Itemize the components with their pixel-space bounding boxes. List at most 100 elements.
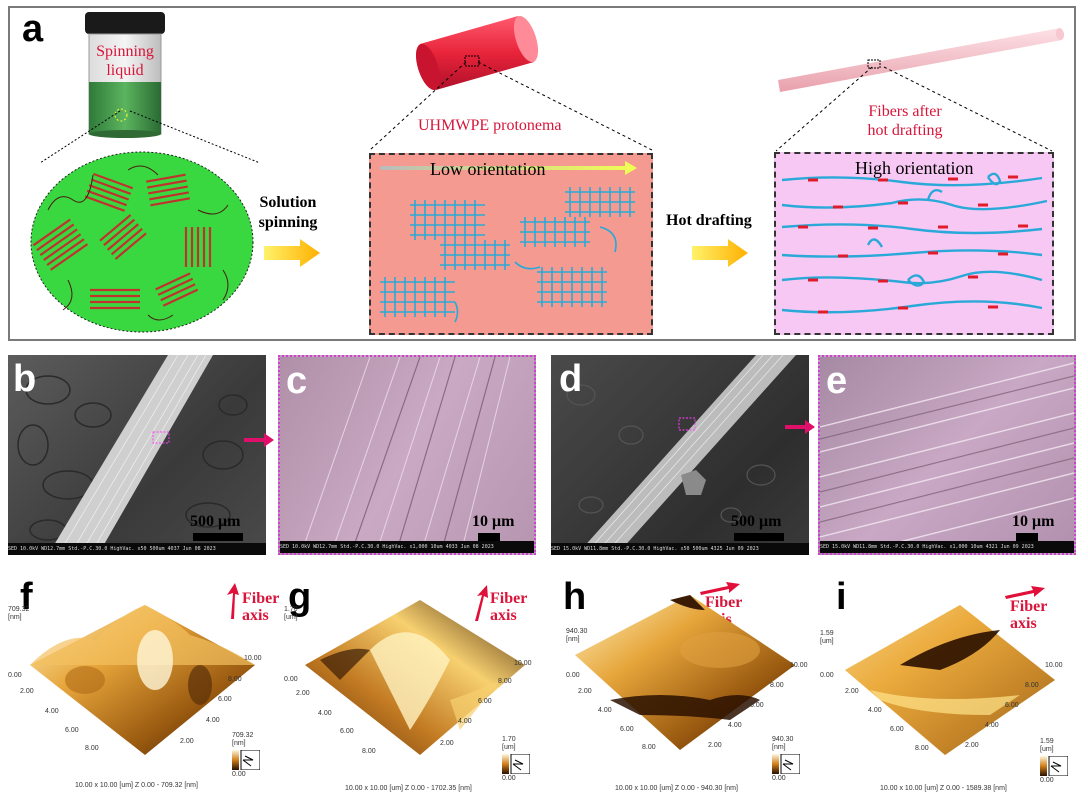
afm-cbar-unit-h: [nm] (772, 744, 786, 751)
afm-cbar-max-i: 1.59 (1040, 738, 1054, 745)
fibers-after-label-2: hot drafting (867, 122, 943, 139)
afm-tick-f-x-8: 8.00 (228, 676, 242, 683)
sem-info-bar-d: SED 15.0kV WD11.8mm Std.-P.C.30.0 HighVa… (551, 543, 809, 555)
afm-tick-h-x-10: 10.00 (790, 662, 808, 669)
afm-caption-i: 10.00 x 10.00 [um] Z 0.00 - 1589.38 [nm] (880, 785, 1007, 792)
afm-tick-i-y-2: 2.00 (845, 688, 859, 695)
afm-caption-h: 10.00 x 10.00 [um] Z 0.00 - 940.30 [nm] (615, 785, 738, 792)
arrow-right-icon (785, 420, 815, 434)
afm-surface-h (575, 595, 795, 750)
afm-tick-g-x-10: 10.00 (514, 660, 532, 667)
sem-info-bar-e: SED 15.0kV WD11.8mm Std.-P.C.30.0 HighVa… (820, 541, 1074, 553)
afm-zmax-i: 1.59 (820, 630, 834, 637)
afm-tick-i-x-6: 6.00 (1005, 702, 1019, 709)
arrow-right-icon (692, 239, 748, 267)
high-orientation-label: High orientation (855, 158, 974, 178)
panel-label-a: a (22, 8, 44, 50)
afm-tick-f-y-8: 8.00 (85, 745, 99, 752)
afm-tick-g-y-4: 4.00 (318, 710, 332, 717)
scale-bar-c (478, 533, 500, 542)
fiber-axis-arrow-i (1005, 586, 1045, 599)
sem-image-c: c 10 μm SED 10.0kV WD12.7mm Std.-P.C.30.… (278, 355, 536, 555)
afm-tick-i-x-2: 2.00 (965, 742, 979, 749)
zoom-lines-fiber (775, 66, 1053, 152)
afm-zmin-i: 0.00 (820, 672, 834, 679)
afm-cbar-min-i: 0.00 (1040, 777, 1054, 784)
afm-tick-f-y-6: 6.00 (65, 727, 79, 734)
afm-zunit-f: [nm] (8, 614, 22, 621)
afm-colorbar-f (232, 750, 260, 770)
zoom-lines-protonema (369, 61, 653, 151)
afm-zmax-h: 940.30 (566, 628, 588, 635)
afm-zunit-g: [um] (284, 614, 298, 621)
sem-info-bar-c: SED 10.0kV WD12.7mm Std.-P.C.30.0 HighVa… (280, 541, 534, 553)
fibers-after-label-1: Fibers after (868, 103, 942, 120)
fiber-axis-label-f-1: Fiber (242, 590, 280, 607)
scale-bar-d (734, 533, 784, 541)
scale-label-d: 500 μm (731, 513, 782, 530)
hot-drafting-label: Hot drafting (666, 212, 752, 229)
spinning-liquid-label-2: liquid (106, 62, 144, 79)
fiber-axis-label-g-1: Fiber (490, 590, 528, 607)
afm-tick-h-x-2: 2.00 (708, 742, 722, 749)
afm-surface-g (305, 600, 525, 755)
afm-caption-f: 10.00 x 10.00 [um] Z 0.00 - 709.32 [nm] (75, 782, 198, 789)
afm-tick-h-y-8: 8.00 (642, 744, 656, 751)
afm-tick-i-y-6: 6.00 (890, 726, 904, 733)
afm-cbar-unit-g: [um] (502, 744, 516, 751)
afm-cbar-min-h: 0.00 (772, 775, 786, 782)
afm-tick-i-x-8: 8.00 (1025, 682, 1039, 689)
afm-tick-f-x-4: 4.00 (206, 717, 220, 724)
scale-label-b: 500 μm (190, 513, 241, 530)
afm-zunit-i: [um] (820, 638, 834, 645)
afm-colorbar-g (502, 754, 530, 774)
afm-tick-i-x-10: 10.00 (1045, 662, 1063, 669)
afm-zmax-f: 709.32 (8, 606, 30, 613)
afm-tick-g-y-2: 2.00 (296, 690, 310, 697)
afm-surface-i (845, 605, 1055, 755)
afm-colorbar-i (1040, 756, 1068, 776)
afm-tick-f-x-2: 2.00 (180, 738, 194, 745)
panel-a-schematic (8, 6, 1076, 341)
scale-bar-e (1016, 533, 1038, 542)
panel-label-c: c (286, 360, 308, 402)
fiber-axis-arrow-g (475, 585, 488, 621)
afm-tick-g-x-8: 8.00 (498, 678, 512, 685)
protonema-label: UHMWPE protonema (418, 117, 562, 134)
arrow-right-icon (244, 433, 274, 447)
solution-spinning-label-2: spinning (258, 214, 318, 231)
afm-caption-g: 10.00 x 10.00 [um] Z 0.00 - 1702.35 [nm] (345, 785, 472, 792)
sem-info-bar-b: SED 10.0kV WD12.7mm Std.-P.C.30.0 HighVa… (8, 543, 266, 555)
panel-label-b: b (13, 358, 37, 400)
afm-tick-i-y-8: 8.00 (915, 745, 929, 752)
fiber-axis-label-h-1: Fiber (705, 594, 743, 611)
afm-surface-f (30, 605, 255, 755)
low-orientation-box (369, 153, 653, 335)
fiber-axis-label-i-2: axis (1010, 615, 1037, 632)
fiber-axis-arrow-h (700, 582, 740, 595)
afm-tick-h-y-6: 6.00 (620, 726, 634, 733)
afm-cbar-unit-f: [nm] (232, 740, 246, 747)
panel-label-f: f (20, 576, 33, 618)
afm-zmin-g: 0.00 (284, 676, 298, 683)
afm-tick-h-x-6: 6.00 (750, 702, 764, 709)
afm-zmin-h: 0.00 (566, 672, 580, 679)
lamellae-circle (30, 151, 254, 333)
afm-tick-g-x-4: 4.00 (458, 718, 472, 725)
afm-cbar-max-h: 940.30 (772, 736, 794, 743)
arrow-right-icon (264, 239, 320, 267)
afm-tick-i-x-4: 4.00 (985, 722, 999, 729)
sem-image-d: d 500 μm SED 15.0kV WD11.8mm Std.-P.C.30… (551, 355, 809, 555)
afm-cbar-max-f: 709.32 (232, 732, 254, 739)
afm-tick-i-y-4: 4.00 (868, 707, 882, 714)
afm-tick-g-x-2: 2.00 (440, 740, 454, 747)
afm-colorbar-h (772, 754, 800, 774)
afm-tick-g-y-6: 6.00 (340, 728, 354, 735)
sem-image-b: b 500 μm SED 10.0kV WD12.7mm Std.-P.C.30… (8, 355, 266, 555)
afm-tick-g-x-6: 6.00 (478, 698, 492, 705)
afm-cbar-max-g: 1.70 (502, 736, 516, 743)
panel-label-i: i (836, 576, 847, 618)
afm-tick-f-x-10: 10.00 (244, 655, 262, 662)
spinning-liquid-label-1: Spinning (96, 43, 154, 60)
fiber-axis-label-i-1: Fiber (1010, 598, 1048, 615)
